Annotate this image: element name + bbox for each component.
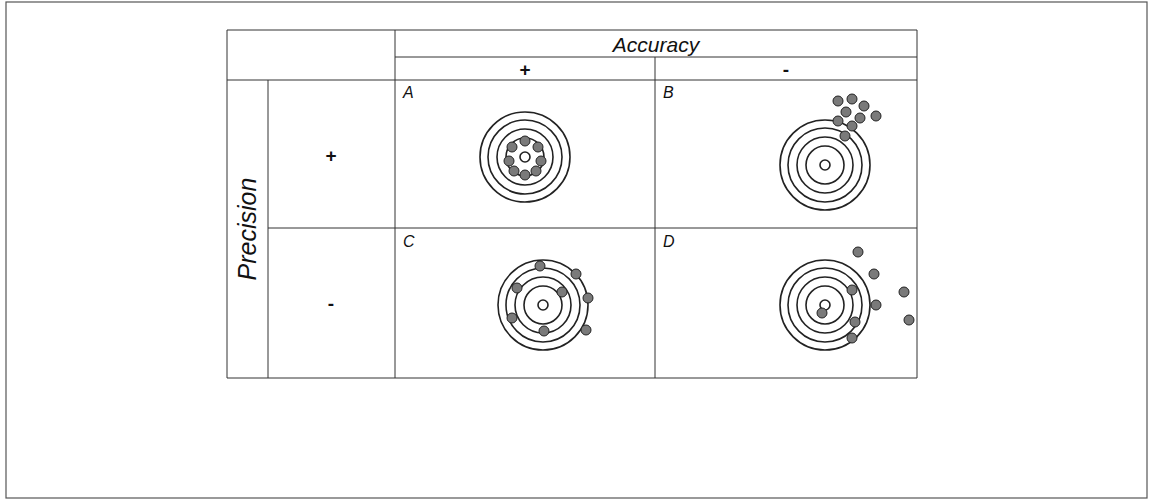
column-sign: - bbox=[783, 60, 789, 79]
panel-letter: B bbox=[663, 85, 674, 101]
panel-letter: C bbox=[403, 234, 415, 250]
outer-frame bbox=[6, 2, 1147, 498]
column-sign: + bbox=[519, 60, 530, 79]
row-sign: + bbox=[325, 146, 336, 165]
target bbox=[780, 260, 870, 350]
target bbox=[498, 260, 588, 350]
target bbox=[480, 112, 570, 202]
target bbox=[780, 120, 870, 210]
row-header: Precision bbox=[235, 178, 260, 281]
table-grid bbox=[227, 30, 917, 378]
panel-letter: A bbox=[403, 85, 414, 101]
column-header: Accuracy bbox=[613, 34, 699, 55]
row-sign: - bbox=[328, 294, 334, 313]
shot-dots bbox=[504, 94, 914, 343]
panel-letter: D bbox=[663, 234, 675, 250]
